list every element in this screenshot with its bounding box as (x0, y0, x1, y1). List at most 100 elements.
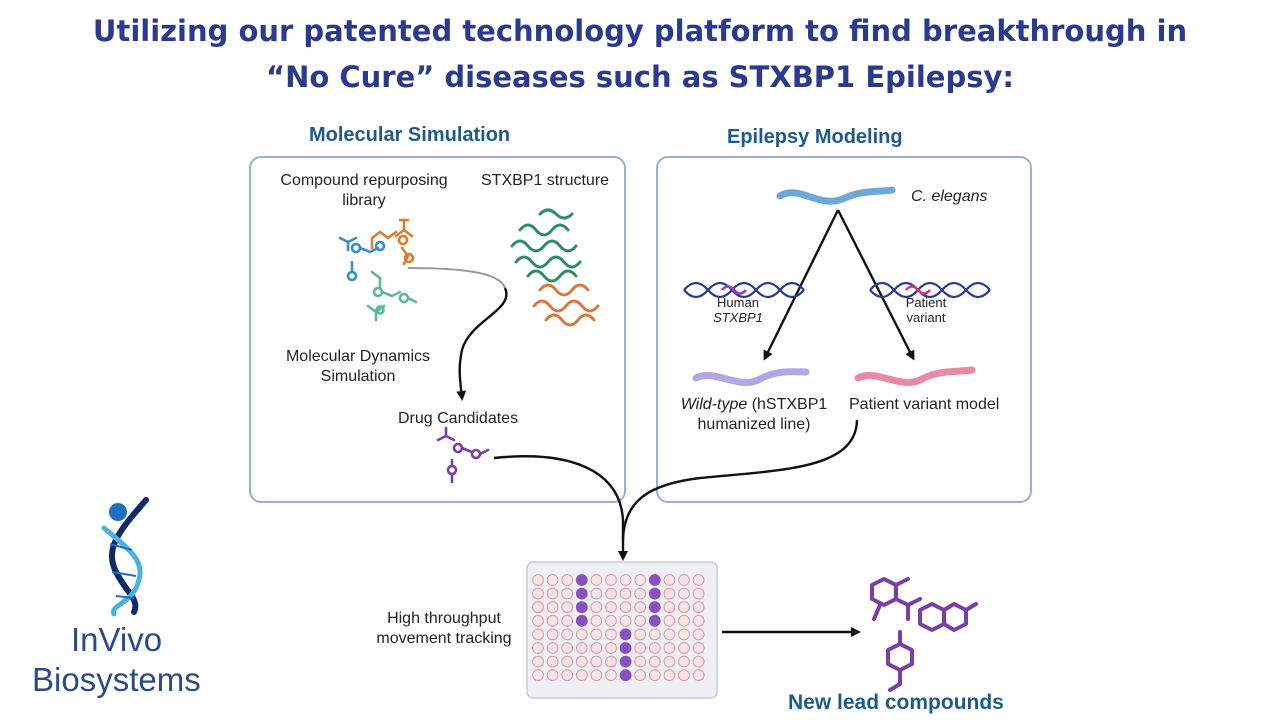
well-empty (590, 669, 603, 682)
human-stxbp1-label-line-1: Human (717, 295, 759, 310)
well-empty (634, 669, 647, 682)
well-filled (619, 669, 632, 682)
well-empty (590, 601, 603, 614)
well-empty (590, 655, 603, 668)
drug-candidates-label: Drug Candidates (398, 410, 519, 427)
well-empty (692, 587, 705, 600)
well-empty (678, 614, 690, 627)
well-empty (648, 628, 661, 641)
well-empty (546, 642, 559, 654)
human-dna-icon (683, 281, 805, 299)
c-elegans-worm-icon (776, 186, 896, 205)
molecular-dynamics-label: Molecular Dynamics Simulation (266, 347, 450, 387)
well-empty (532, 574, 544, 586)
headline-line-1: Utilizing our patented technology platfo… (92, 14, 1188, 48)
well-empty (561, 655, 574, 668)
epilepsy-modeling-title: Epilepsy Modeling (727, 126, 903, 148)
well-empty (678, 628, 690, 641)
well-empty (561, 574, 574, 586)
well-empty (605, 601, 617, 614)
well-empty (575, 628, 588, 641)
well-empty (678, 587, 690, 600)
well-empty (605, 574, 617, 586)
movement-tracking-label: High throughput movement tracking (358, 609, 530, 649)
patient-variant-model-label: Patient variant model (849, 396, 1000, 413)
well-empty (575, 669, 588, 682)
well-filled (648, 614, 661, 627)
c-elegans-label: C. elegans (911, 188, 988, 205)
human-stxbp1-label-line-2: STXBP1 (713, 310, 763, 325)
well-empty (605, 587, 617, 600)
well-empty (648, 669, 661, 682)
well-empty (678, 601, 690, 614)
well-empty (561, 587, 574, 600)
well-empty (619, 574, 632, 586)
drug-candidates-icon (436, 426, 490, 484)
headline: Utilizing our patented technology platfo… (0, 8, 1280, 100)
well-empty (532, 669, 544, 682)
well-filled (575, 587, 588, 600)
well-empty (663, 642, 676, 654)
patient-variant-dna-icon (869, 281, 991, 299)
well-empty (619, 587, 632, 600)
well-empty (590, 642, 603, 654)
well-empty (546, 574, 559, 586)
wild-type-italic-text: Wild-type (680, 396, 748, 413)
well-empty (634, 587, 647, 600)
well-empty (692, 601, 705, 614)
well-empty (634, 655, 647, 668)
movement-tracking-label-line-2: movement tracking (376, 630, 512, 647)
well-filled (648, 574, 661, 586)
well-empty (532, 655, 544, 668)
well-empty (692, 574, 705, 586)
well-empty (590, 614, 603, 627)
well-empty (532, 614, 544, 627)
new-lead-compounds-label: New lead compounds (788, 691, 1004, 714)
well-empty (532, 642, 544, 654)
well-empty (692, 669, 705, 682)
molecular-dynamics-label-line-2: Simulation (320, 368, 396, 385)
compound-library-icon (338, 218, 418, 322)
well-empty (634, 614, 647, 627)
molecular-simulation-title: Molecular Simulation (309, 124, 511, 146)
well-empty (590, 574, 603, 586)
molecular-simulation-panel (249, 156, 626, 503)
well-plate-icon (526, 561, 718, 699)
headline-line-2: “No Cure” diseases such as STXBP1 Epilep… (266, 60, 1014, 94)
well-empty (546, 669, 559, 682)
patient-variant-dna-label: Patient variant (896, 295, 956, 325)
well-empty (663, 655, 676, 668)
well-empty (634, 574, 647, 586)
well-empty (575, 642, 588, 654)
well-empty (678, 669, 690, 682)
well-empty (634, 601, 647, 614)
well-filled (619, 642, 632, 654)
well-empty (590, 587, 603, 600)
well-empty (619, 601, 632, 614)
movement-tracking-label-line-1: High throughput (387, 610, 501, 627)
well-filled (619, 628, 632, 641)
well-empty (590, 628, 603, 641)
well-empty (619, 614, 632, 627)
well-empty (605, 628, 617, 641)
well-empty (678, 655, 690, 668)
molecular-dynamics-label-line-1: Molecular Dynamics (285, 348, 431, 365)
well-empty (678, 574, 690, 586)
compound-library-label-line-1: Compound repurposing (280, 172, 448, 189)
well-filled (575, 614, 588, 627)
wild-type-worm-icon (692, 368, 810, 386)
well-empty (546, 601, 559, 614)
well-filled (619, 655, 632, 668)
well-empty (634, 628, 647, 641)
well-empty (692, 628, 705, 641)
well-empty (605, 614, 617, 627)
well-empty (634, 642, 647, 654)
well-empty (605, 642, 617, 654)
stxbp1-structure-label: STXBP1 structure (481, 172, 610, 189)
well-filled (575, 601, 588, 614)
well-empty (605, 669, 617, 682)
well-empty (692, 642, 705, 654)
new-lead-compounds-icon (870, 577, 978, 692)
well-empty (546, 614, 559, 627)
human-stxbp1-label: Human STXBP1 (708, 295, 768, 325)
